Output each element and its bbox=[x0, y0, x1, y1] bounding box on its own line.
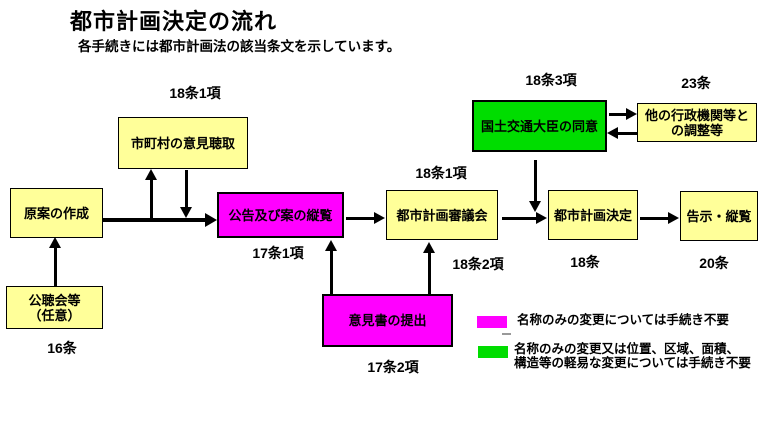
page-subtitle: 各手続きには都市計画法の該当条文を示しています。 bbox=[78, 39, 401, 54]
node-label: 市町村の意見聴取 bbox=[130, 135, 235, 151]
node-label-line1: 他の行政機関等と bbox=[644, 107, 749, 123]
article-label-kokoku: 17条1項 bbox=[252, 245, 304, 261]
legend-divider-tick bbox=[502, 333, 511, 335]
legend-label-magenta: 名称のみの変更については手続き不要 bbox=[517, 313, 729, 327]
node-plan-decision: 都市計画決定 bbox=[548, 190, 638, 240]
article-label-kettei: 18条 bbox=[570, 254, 600, 270]
article-label-ikensho: 17条2項 bbox=[367, 359, 419, 375]
article-label-iken-to-shingikai: 18条2項 bbox=[452, 256, 504, 272]
node-draft-preparation: 原案の作成 bbox=[10, 188, 103, 238]
node-label: 国土交通大臣の同意 bbox=[480, 118, 598, 134]
node-label: 告示・縦覧 bbox=[686, 208, 752, 224]
legend-swatch-magenta bbox=[477, 316, 507, 328]
node-planning-council: 都市計画審議会 bbox=[386, 190, 498, 240]
node-label: 意見書の提出 bbox=[348, 313, 427, 328]
node-label: 都市計画決定 bbox=[553, 207, 632, 223]
article-label-doi: 18条3項 bbox=[525, 72, 577, 88]
article-label-kokuji: 20条 bbox=[699, 255, 729, 271]
article-label-kochokai: 16条 bbox=[47, 340, 77, 356]
node-municipality-opinion: 市町村の意見聴取 bbox=[118, 117, 248, 169]
legend-label-green-line1: 名称のみの変更又は位置、区域、面積、 bbox=[514, 342, 740, 356]
node-other-agencies-coordination: 他の行政機関等と の調整等 bbox=[637, 103, 757, 142]
node-label-line2: の調整等 bbox=[670, 122, 723, 138]
node-label-line1: 公聴会等 bbox=[28, 292, 81, 308]
page-title: 都市計画決定の流れ bbox=[70, 9, 278, 34]
node-label: 公告及び案の縦覧 bbox=[228, 207, 333, 223]
article-label-shichoson: 18条1項 bbox=[169, 85, 221, 101]
article-label-chosei: 23条 bbox=[681, 75, 711, 91]
legend-swatch-green bbox=[478, 346, 508, 358]
legend-label-green-line2: 構造等の軽易な変更については手続き不要 bbox=[514, 356, 751, 370]
node-label: 都市計画審議会 bbox=[396, 207, 488, 223]
node-label: 原案の作成 bbox=[23, 205, 89, 221]
node-label-line2: （任意） bbox=[28, 307, 81, 323]
article-label-shingikai: 18条1項 bbox=[415, 165, 467, 181]
node-minister-consent: 国土交通大臣の同意 bbox=[472, 100, 607, 152]
node-public-hearing: 公聴会等 （任意） bbox=[6, 286, 103, 329]
node-opinion-submission: 意見書の提出 bbox=[322, 294, 453, 347]
node-announcement-inspection: 告示・縦覧 bbox=[680, 191, 758, 241]
node-public-notice-inspection: 公告及び案の縦覧 bbox=[217, 192, 344, 238]
legend-label-green: 名称のみの変更又は位置、区域、面積、 構造等の軽易な変更については手続き不要 bbox=[514, 342, 751, 370]
